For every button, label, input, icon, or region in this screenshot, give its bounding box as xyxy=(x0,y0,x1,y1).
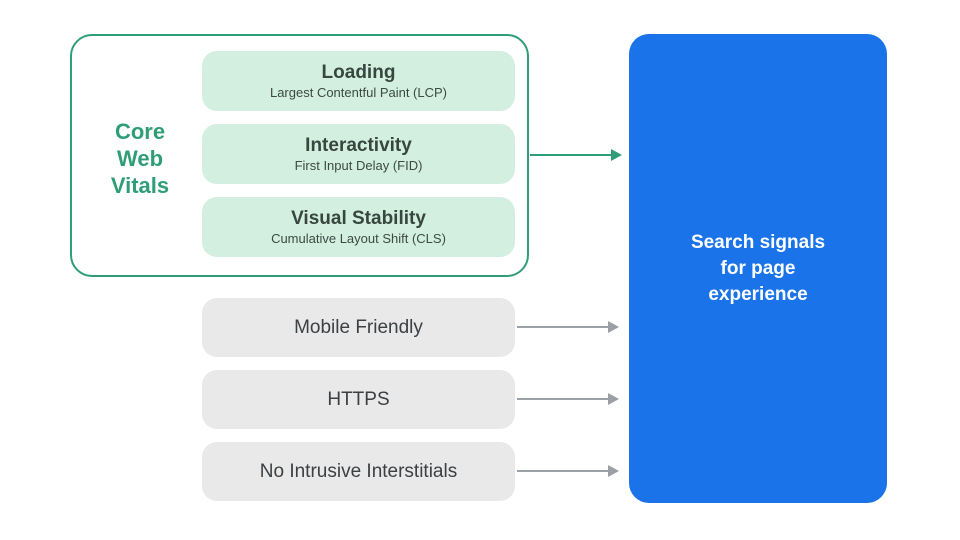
arrow-https-icon xyxy=(517,393,619,405)
metric-card-interactivity: Interactivity First Input Delay (FID) xyxy=(202,124,515,184)
metric-subtitle-cls: Cumulative Layout Shift (CLS) xyxy=(271,231,446,246)
arrow-core-web-vitals-icon xyxy=(530,149,622,161)
arrow-mobile-friendly-icon xyxy=(517,321,619,333)
search-signals-label: Search signals for page experience xyxy=(690,231,826,305)
search-signals-box: Search signals for page experience xyxy=(629,34,887,503)
signal-card-mobile-friendly: Mobile Friendly xyxy=(202,298,515,357)
signal-card-https: HTTPS xyxy=(202,370,515,429)
metric-title-interactivity: Interactivity xyxy=(305,135,412,156)
signal-card-no-intrusive-interstitials: No Intrusive Interstitials xyxy=(202,442,515,501)
metric-subtitle-fid: First Input Delay (FID) xyxy=(294,158,423,173)
arrow-no-intrusive-interstitials-icon xyxy=(517,465,619,477)
signal-label-no-intrusive-interstitials: No Intrusive Interstitials xyxy=(259,460,458,482)
metric-title-visual-stability: Visual Stability xyxy=(291,208,426,229)
signal-label-https: HTTPS xyxy=(327,388,390,410)
signal-label-mobile-friendly: Mobile Friendly xyxy=(294,316,423,338)
core-web-vitals-label: Core Web Vitals xyxy=(110,119,170,198)
metric-card-visual-stability: Visual Stability Cumulative Layout Shift… xyxy=(202,197,515,257)
metric-title-loading: Loading xyxy=(321,62,396,83)
metric-card-loading: Loading Largest Contentful Paint (LCP) xyxy=(202,51,515,111)
metric-subtitle-lcp: Largest Contentful Paint (LCP) xyxy=(269,85,448,100)
